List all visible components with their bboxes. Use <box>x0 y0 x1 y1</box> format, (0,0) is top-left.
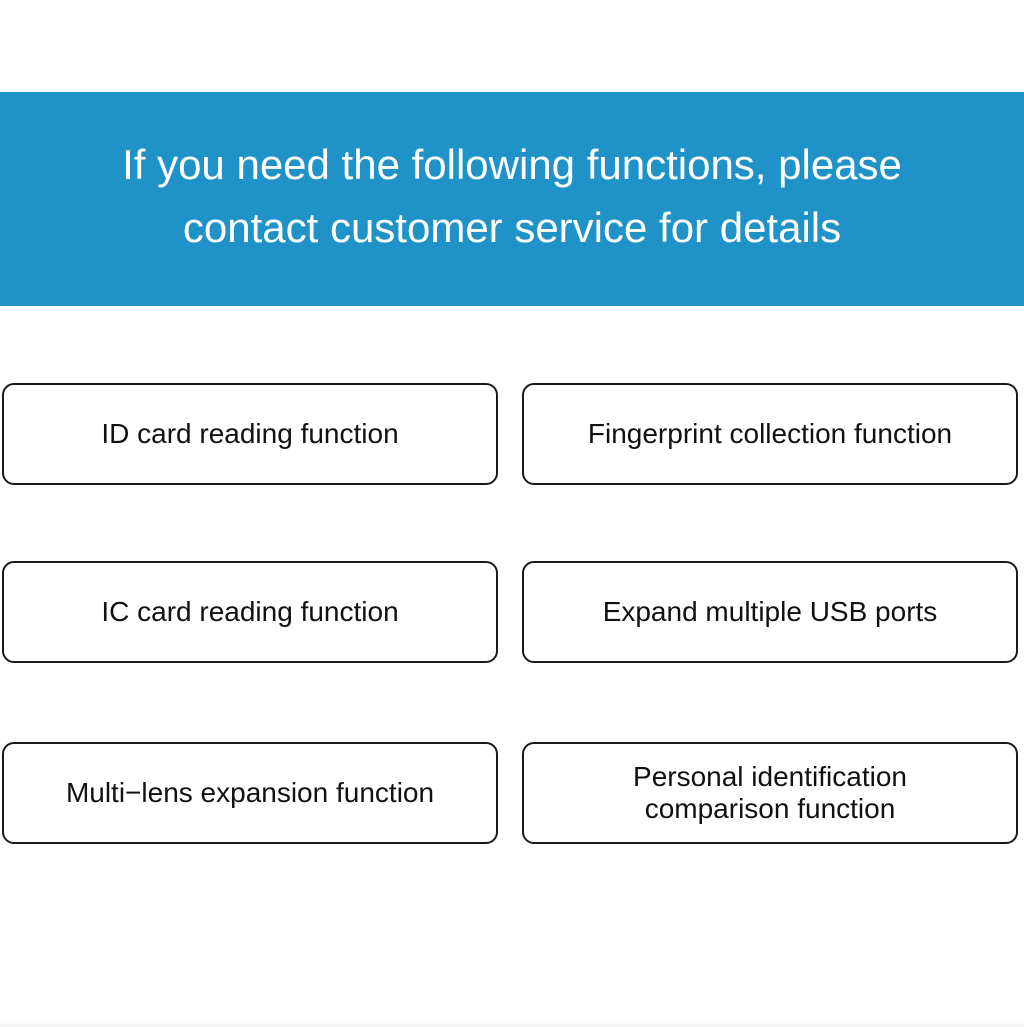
banner-title: If you need the following functions, ple… <box>122 141 902 251</box>
feature-label: Fingerprint collection function <box>587 418 953 449</box>
feature-personal-identification-comparison: Personal identification comparison funct… <box>522 742 1018 844</box>
feature-label: IC card reading function <box>101 596 399 627</box>
feature-label: Personal identification comparison funct… <box>633 761 907 824</box>
feature-fingerprint-collection: Fingerprint collection function <box>522 383 1018 485</box>
bottom-edge-shade <box>0 1019 1024 1027</box>
feature-expand-usb-ports: Expand multiple USB ports <box>522 561 1018 663</box>
feature-label: Multi−lens expansion function <box>65 777 435 808</box>
feature-label: ID card reading function <box>101 418 399 449</box>
header-banner: If you need the following functions, ple… <box>0 92 1024 306</box>
feature-label: Expand multiple USB ports <box>602 596 938 627</box>
feature-id-card-reading: ID card reading function <box>2 383 498 485</box>
feature-ic-card-reading: IC card reading function <box>2 561 498 663</box>
feature-multi-lens-expansion: Multi−lens expansion function <box>2 742 498 844</box>
